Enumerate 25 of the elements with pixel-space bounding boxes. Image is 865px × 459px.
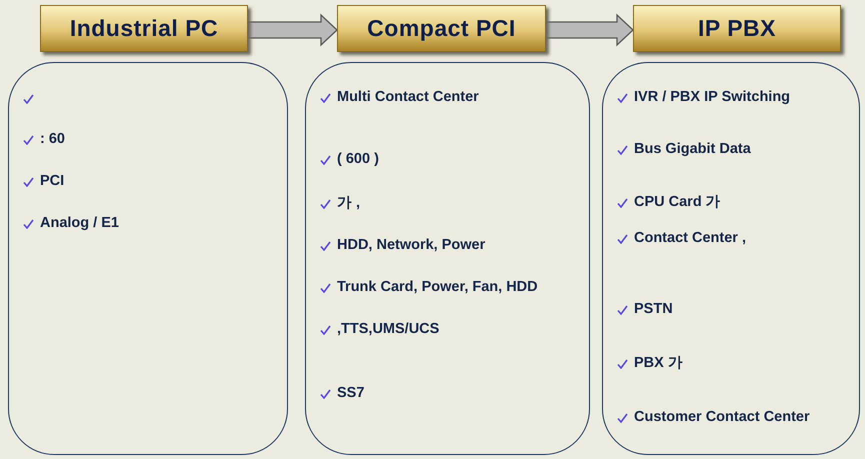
title-banner: Compact PCI bbox=[337, 5, 546, 52]
list-item: HDD, Network, Power bbox=[337, 237, 486, 254]
list-item: Customer Contact Center bbox=[634, 409, 810, 426]
list-item: Trunk Card, Power, Fan, HDD bbox=[337, 279, 538, 296]
list-item: Contact Center , bbox=[634, 230, 746, 247]
list-item: : 60 bbox=[40, 131, 65, 148]
list-item: ,TTS,UMS/UCS bbox=[337, 321, 440, 338]
list-item: ( 600 ) bbox=[337, 151, 379, 168]
block-arrow bbox=[545, 14, 634, 46]
rounded-panel bbox=[8, 62, 288, 455]
title-banner: Industrial PC bbox=[40, 5, 248, 52]
rounded-panel bbox=[602, 62, 860, 455]
list-item: PCI bbox=[40, 173, 64, 190]
block-arrow bbox=[247, 14, 338, 46]
list-item: SS7 bbox=[337, 385, 364, 402]
list-item: PBX 가 bbox=[634, 355, 683, 372]
title-banner: IP PBX bbox=[633, 5, 841, 52]
list-item: 가 , bbox=[337, 195, 360, 212]
list-item: Bus Gigabit Data bbox=[634, 141, 751, 158]
list-item: Analog / E1 bbox=[40, 215, 119, 232]
list-item: PSTN bbox=[634, 301, 673, 318]
list-item: Multi Contact Center bbox=[337, 89, 479, 106]
list-item: IVR / PBX IP Switching bbox=[634, 89, 790, 106]
list-item: CPU Card 가 bbox=[634, 194, 721, 211]
rounded-panel bbox=[305, 62, 590, 455]
